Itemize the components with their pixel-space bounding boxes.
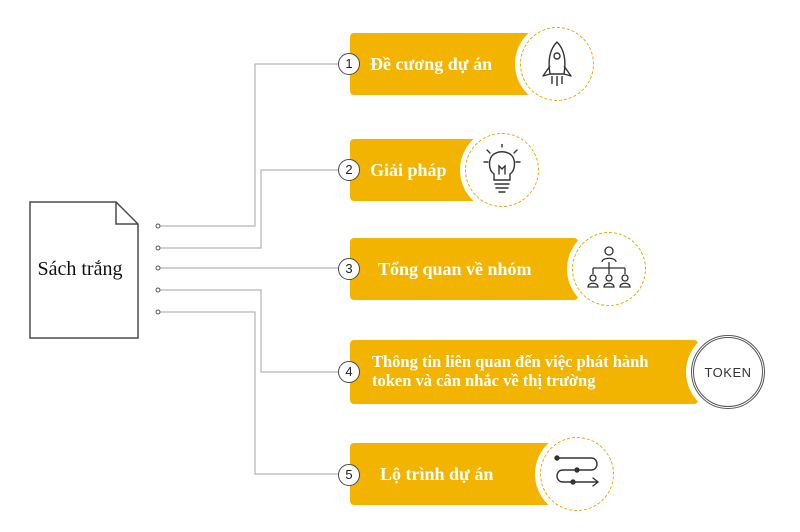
item-2-number: 2	[338, 159, 360, 181]
item-4-label-line-1: Thông tin liên quan đến việc phát hành	[372, 352, 649, 372]
connector-2	[160, 169, 338, 249]
item-4-label-line-2: token và cân nhắc về thị trường	[372, 371, 596, 390]
lightbulb-icon	[483, 144, 521, 193]
connector-5	[160, 311, 338, 475]
item-3-icon-circle	[567, 227, 651, 311]
connector-dot-1	[155, 223, 161, 229]
item-3-bar: Tổng quan về nhóm	[350, 238, 578, 300]
token-coin-icon: TOKEN	[691, 335, 765, 409]
team-hierarchy-icon	[587, 246, 631, 288]
connector-dot-4	[155, 287, 161, 293]
item-3-number: 3	[338, 258, 360, 280]
item-5-number: 5	[338, 464, 360, 486]
connector-dot-2	[155, 245, 161, 251]
connector-dot-3	[155, 265, 161, 271]
item-3-label: Tổng quan về nhóm	[378, 258, 532, 279]
item-1-icon-circle	[515, 22, 599, 106]
item-1-number: 1	[338, 53, 360, 75]
connector-1	[160, 63, 338, 227]
item-2-icon-circle	[460, 128, 544, 212]
connector-dot-5	[155, 309, 161, 315]
rocket-icon	[542, 41, 572, 86]
document-label: Sách trắng	[37, 258, 123, 280]
roadmap-path-icon	[554, 455, 600, 487]
item-2-label: Giải pháp	[370, 159, 447, 180]
item-5-bar: Lộ trình dự án	[350, 443, 568, 505]
item-1-label: Đề cương dự án	[370, 53, 493, 74]
item-4-icon-circle: TOKEN	[686, 330, 770, 414]
item-4-number: 4	[338, 361, 360, 383]
item-4-bar: Thông tin liên quan đến việc phát hành t…	[350, 340, 698, 404]
item-5-icon-circle	[535, 432, 619, 516]
item-4-label: Thông tin liên quan đến việc phát hành t…	[372, 352, 649, 391]
token-text: TOKEN	[704, 364, 752, 380]
connector-4	[160, 289, 338, 373]
item-5-label: Lộ trình dự án	[380, 463, 494, 484]
